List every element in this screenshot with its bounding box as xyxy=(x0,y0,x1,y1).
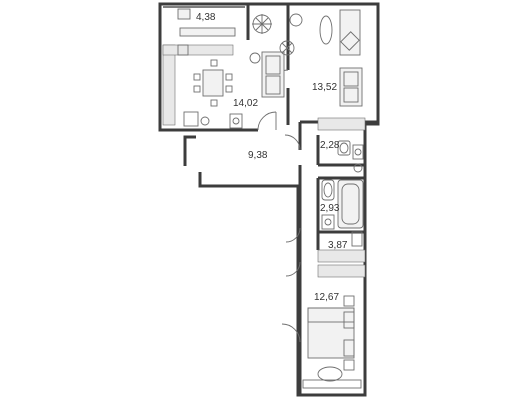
doors xyxy=(257,69,301,343)
wardrobe-strips xyxy=(317,117,366,278)
outer-walls xyxy=(158,2,380,397)
kitchen-furniture xyxy=(162,40,295,129)
room-area-bathroom: 2,28 xyxy=(320,140,340,151)
room-area-living-room: 13,52 xyxy=(312,82,338,93)
living-furniture xyxy=(289,9,363,107)
bedroom-furniture xyxy=(302,295,362,389)
room-area-bedroom: 12,67 xyxy=(314,292,340,303)
bathroom-fixtures xyxy=(321,140,364,247)
room-area-washroom: 2,93 xyxy=(320,203,340,214)
room-area-balcony: 4,38 xyxy=(196,12,216,23)
room-area-wardrobe: 3,87 xyxy=(328,240,348,251)
room-area-hallway: 9,38 xyxy=(248,150,268,161)
balcony-furniture xyxy=(177,8,272,37)
room-area-kitchen-living: 14,02 xyxy=(233,98,259,109)
interior-walls xyxy=(200,4,365,395)
